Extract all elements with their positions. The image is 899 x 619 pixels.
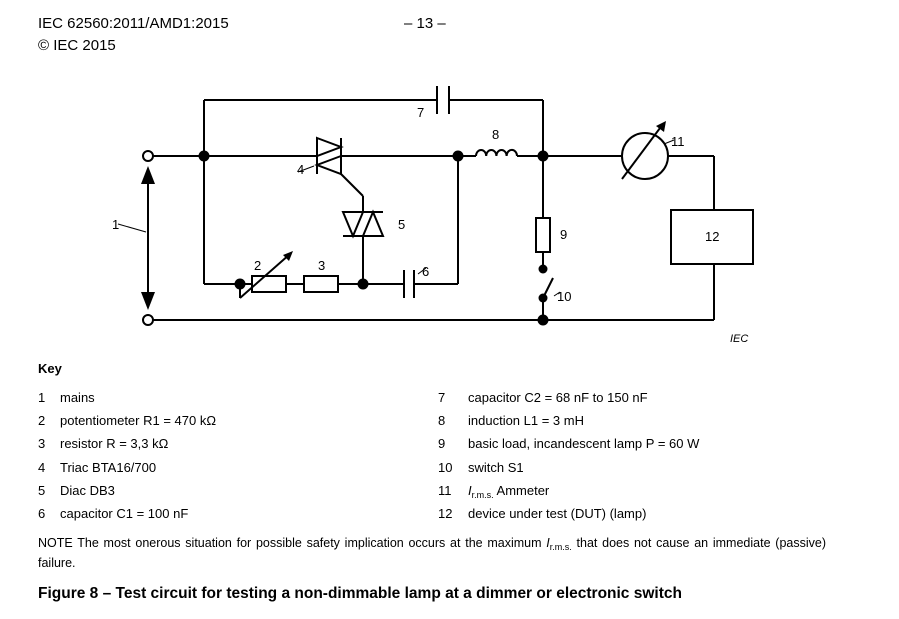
resistor-symbol (303, 275, 339, 293)
label-7: 7 (417, 105, 424, 120)
label-9: 9 (560, 227, 567, 242)
note-text-1: NOTE The most onerous situation for poss… (38, 536, 547, 550)
leader-6 (417, 267, 427, 275)
test-circuit-diagram: 1 2 3 4 5 6 7 8 9 10 11 12 IEC (112, 86, 754, 345)
mains-terminal-top (142, 150, 154, 162)
key-description: Ir.m.s. Ammeter (468, 483, 549, 500)
diac-symbol (341, 209, 385, 239)
ammeter-symbol (621, 132, 669, 180)
label-1: 1 (112, 217, 119, 232)
key-number: 10 (438, 460, 453, 475)
note-current-symbol: I (546, 536, 550, 550)
mains-arrow-head-top (141, 166, 155, 184)
key-number: 1 (38, 390, 46, 405)
key-title: Key (38, 361, 62, 376)
key-description: capacitor C2 = 68 nF to 150 nF (468, 390, 648, 405)
label-8: 8 (492, 127, 499, 142)
ammeter-arrow-head (656, 121, 666, 132)
key-description: Diac DB3 (60, 483, 115, 498)
key-description: potentiometer R1 = 470 kΩ (60, 413, 217, 428)
label-4: 4 (297, 162, 304, 177)
label-6: 6 (422, 264, 429, 279)
key-number: 6 (38, 506, 46, 521)
note-current-subscript: r.m.s. (549, 542, 572, 552)
potentiometer-arrow-head (283, 251, 293, 261)
key-description: device under test (DUT) (lamp) (468, 506, 647, 521)
switch-contact-top (538, 264, 548, 274)
dut-box (670, 209, 754, 265)
key-description: resistor R = 3,3 kΩ (60, 436, 169, 451)
key-number: 9 (438, 436, 446, 451)
key-number: 5 (38, 483, 46, 498)
key-description: induction L1 = 3 mH (468, 413, 584, 428)
triac-symbol (314, 136, 344, 176)
label-10: 10 (557, 289, 571, 304)
figure-caption: Figure 8 – Test circuit for testing a no… (38, 585, 682, 602)
key-number: 7 (438, 390, 446, 405)
mains-arrow-head-bottom (141, 292, 155, 310)
key-number: 8 (438, 413, 446, 428)
leader-11 (663, 139, 675, 145)
key-number: 12 (438, 506, 453, 521)
basic-load-lamp-symbol (535, 217, 551, 253)
ammeter-arrow (621, 123, 664, 180)
leader-10 (553, 291, 561, 297)
capacitor-c2-symbol (436, 86, 450, 114)
key-number: 4 (38, 460, 46, 475)
key-description: mains (60, 390, 95, 405)
label-2: 2 (254, 258, 261, 273)
capacitor-c1-symbol (403, 270, 415, 298)
key-number: 11 (438, 483, 452, 498)
current-symbol: I (468, 483, 472, 498)
label-3: 3 (318, 258, 325, 273)
junction-dots (198, 150, 549, 326)
page-number: – 13 – (404, 15, 446, 32)
switch-blade (542, 277, 554, 299)
ammeter-text: Ammeter (493, 483, 550, 498)
key-description: capacitor C1 = 100 nF (60, 506, 189, 521)
leader-1 (117, 223, 147, 233)
iec-watermark: IEC (730, 333, 748, 345)
key-description: switch S1 (468, 460, 524, 475)
leader-4 (297, 165, 315, 173)
key-description: basic load, incandescent lamp P = 60 W (468, 436, 700, 451)
potentiometer-arrow (239, 253, 291, 299)
note-paragraph: NOTE The most onerous situation for poss… (38, 535, 826, 571)
inductor-symbol (475, 148, 518, 157)
label-5: 5 (398, 217, 405, 232)
note-text-2: that does not cause an immediate (passiv… (38, 536, 826, 570)
copyright-notice: © IEC 2015 (38, 37, 116, 54)
key-number: 3 (38, 436, 46, 451)
document-id: IEC 62560:2011/AMD1:2015 (38, 15, 229, 32)
key-description: Triac BTA16/700 (60, 460, 157, 475)
label-12: 12 (705, 229, 719, 244)
key-number: 2 (38, 413, 46, 428)
current-subscript: r.m.s. (471, 490, 494, 500)
label-11: 11 (671, 134, 685, 149)
mains-terminal-bottom (142, 314, 154, 326)
